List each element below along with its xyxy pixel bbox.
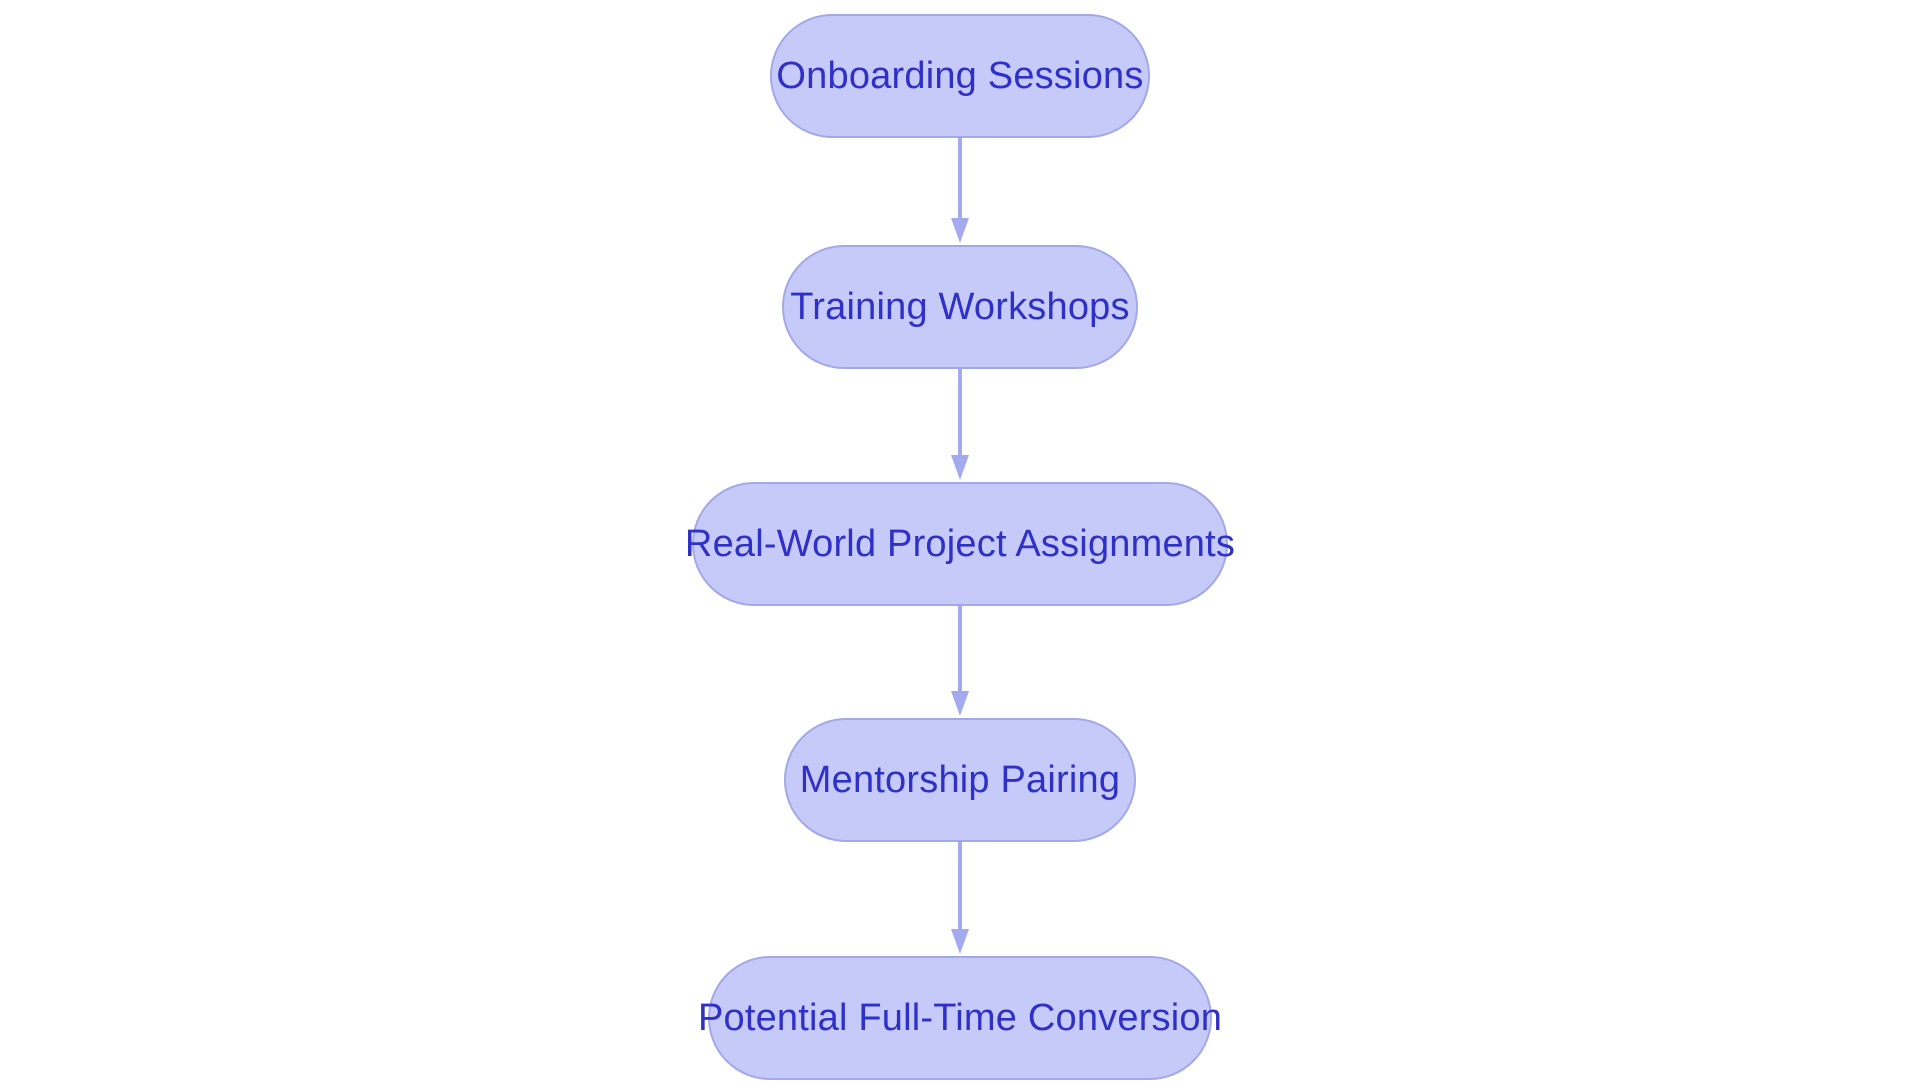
- flow-node-mentorship-pairing[interactable]: Mentorship Pairing: [784, 718, 1136, 842]
- arrow-down-icon: [951, 606, 969, 716]
- flow-node-label: Potential Full-Time Conversion: [697, 997, 1223, 1039]
- flow-node-label: Mentorship Pairing: [799, 759, 1121, 801]
- flow-node-potential-full-time-conversion[interactable]: Potential Full-Time Conversion: [698, 956, 1222, 1080]
- flow-edge-mentorship-to-conversion: [940, 842, 980, 956]
- arrow-down-icon: [951, 842, 969, 954]
- flow-node-real-world-project-assignments[interactable]: Real-World Project Assignments: [685, 482, 1235, 606]
- flow-node-label: Onboarding Sessions: [776, 55, 1144, 97]
- flow-node-training-workshops[interactable]: Training Workshops: [782, 245, 1138, 369]
- flow-edge-projects-to-mentorship: [940, 606, 980, 718]
- flow-node-label: Real-World Project Assignments: [684, 523, 1236, 565]
- flow-edge-onboarding-to-training: [940, 138, 980, 245]
- arrow-down-icon: [951, 138, 969, 243]
- arrow-down-icon: [951, 369, 969, 480]
- flow-node-onboarding-sessions[interactable]: Onboarding Sessions: [770, 14, 1150, 138]
- flow-edge-training-to-projects: [940, 369, 980, 482]
- flow-node-label: Training Workshops: [790, 286, 1130, 328]
